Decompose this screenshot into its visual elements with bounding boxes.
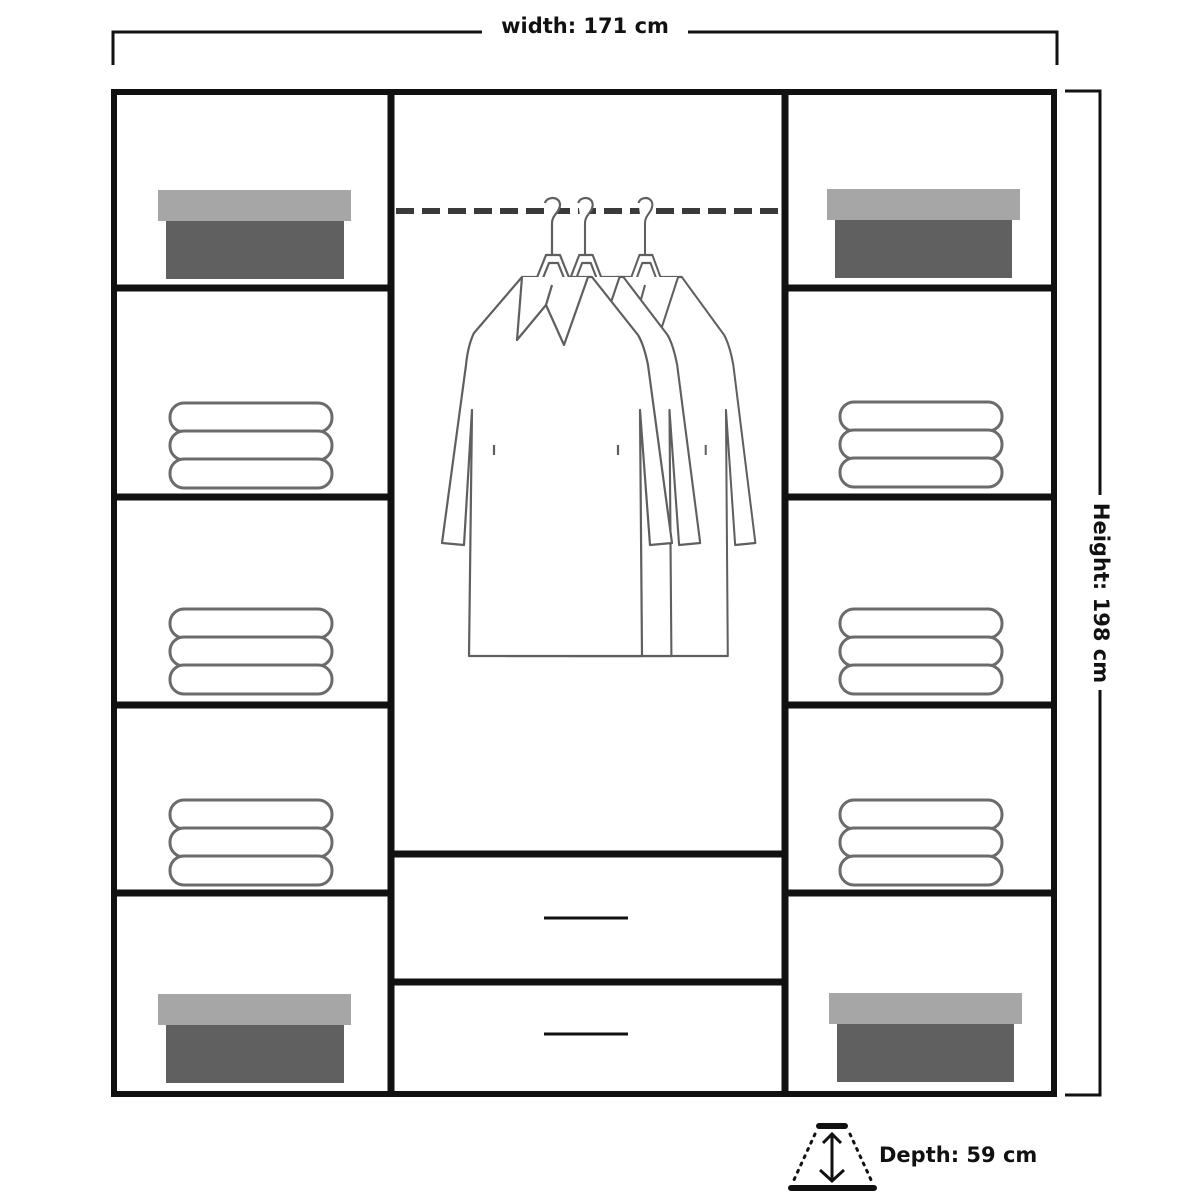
folded-towels-icon [168,798,334,887]
folded-towels-icon [168,401,334,490]
folded-towels-icon [838,400,1004,489]
shelves [114,284,1054,986]
width-label: width: 171 cm [501,14,669,38]
depth-label: Depth: 59 cm [879,1143,1037,1167]
wardrobe-frame [111,89,1057,1097]
storage-box-icon [829,993,1022,1082]
folded-towels-icon [168,607,334,696]
storage-box-icon [827,189,1020,278]
coat-on-hanger-icon [440,196,674,658]
height-dimension: Height: 198 cm [1065,89,1113,1097]
folded-towels-icon [838,798,1004,887]
storage-box-icon [158,994,351,1083]
storage-box-icon [158,190,351,279]
folded-towels-icon [838,607,1004,696]
depth-arrow-icon [788,1123,877,1191]
height-label: Height: 198 cm [1089,503,1113,683]
width-dimension: width: 171 cm [111,14,1059,65]
